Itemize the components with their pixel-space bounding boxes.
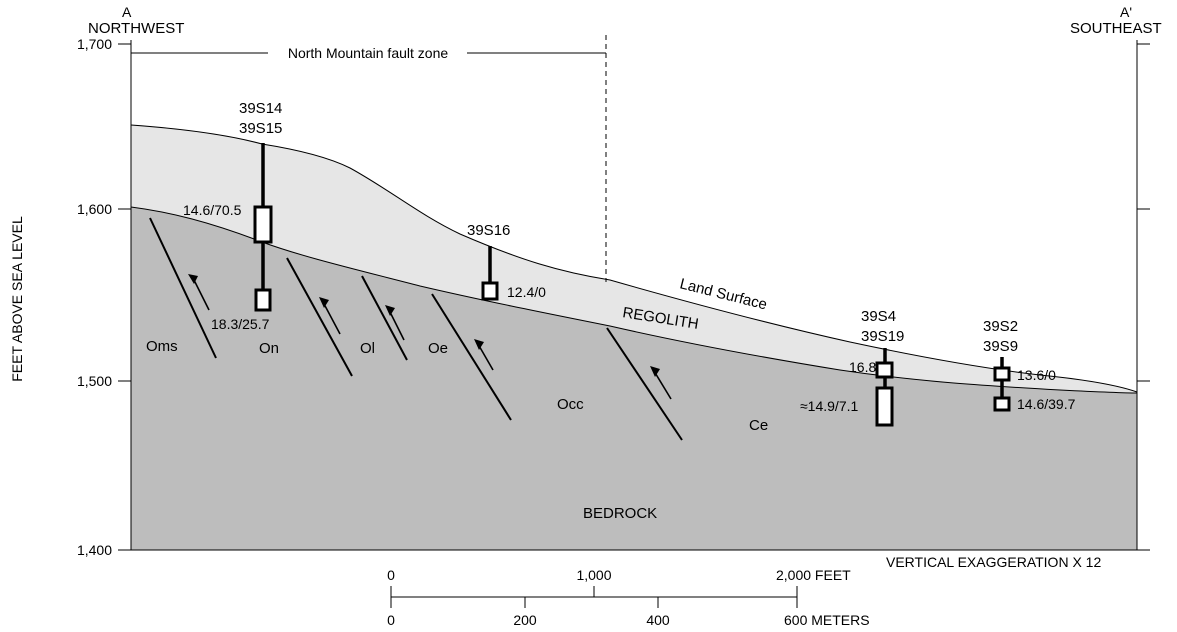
section-end-left-letter: A — [122, 4, 132, 20]
well-screen — [481, 281, 499, 301]
well-id: 39S2 — [983, 318, 1018, 335]
well-reading: 14.6/70.5 — [183, 202, 242, 218]
well-screen — [993, 366, 1011, 382]
fault-line — [606, 327, 683, 441]
scale-meters-label: 400 — [646, 612, 670, 628]
fault-line — [431, 293, 512, 421]
scale-meters-label: 600 METERS — [784, 612, 870, 628]
vertical-exaggeration-note: VERTICAL EXAGGERATION X 12 — [886, 554, 1101, 570]
land-surface-line — [130, 124, 1138, 393]
fault-motion-arrows — [188, 274, 672, 400]
well-screen — [875, 361, 894, 379]
section-end-right-direction: SOUTHEAST — [1070, 20, 1162, 37]
well-reading: 12.4/0 — [507, 284, 546, 300]
well-39s2-39s9: 39S2 39S9 13.6/0 14.6/39.7 — [983, 318, 1076, 412]
y-tick-label: 1,600 — [77, 201, 112, 217]
well-39s14-39s15: 39S14 39S15 14.6/70.5 18.3/25.7 — [183, 100, 282, 332]
well-screen — [253, 205, 273, 244]
section-end-right-letter: A' — [1120, 4, 1132, 20]
scale-feet-label: 2,000 FEET — [776, 567, 851, 583]
well-screen — [254, 288, 272, 312]
well-id: 39S19 — [861, 328, 904, 345]
section-end-left-direction: NORTHWEST — [88, 20, 184, 37]
arrow-icon — [653, 370, 672, 400]
well-id: 39S16 — [467, 222, 510, 239]
unit-label-oe: Oe — [428, 340, 448, 357]
well-screen — [875, 386, 894, 427]
fault-zone-label: North Mountain fault zone — [288, 45, 449, 61]
right-axis-ticks — [1137, 43, 1150, 551]
y-tick-label: 1,500 — [77, 373, 112, 389]
unit-label-occ: Occ — [557, 396, 584, 413]
scale-feet-label: 1,000 — [576, 567, 611, 583]
well-reading: ≈14.9/7.1 — [800, 398, 858, 414]
arrow-icon — [388, 309, 405, 341]
unit-label-ce: Ce — [749, 417, 768, 434]
y-tick-label: 1,400 — [77, 542, 112, 558]
fault-line — [361, 275, 408, 361]
well-reading: 18.3/25.7 — [211, 316, 270, 332]
well-id: 39S15 — [239, 120, 282, 137]
bedrock-label: BEDROCK — [583, 505, 657, 522]
well-reading: 13.6/0 — [1017, 367, 1056, 383]
well-reading: 14.6/39.7 — [1017, 396, 1076, 412]
arrow-icon — [477, 343, 494, 371]
scale-bar: 0 1,000 2,000 FEET 0 200 400 600 METERS — [387, 567, 869, 628]
faults — [149, 217, 683, 441]
y-axis-title: FEET ABOVE SEA LEVEL — [9, 216, 25, 382]
scale-feet-label: 0 — [387, 567, 395, 583]
bedrock-layer — [131, 207, 1137, 550]
fault-line — [286, 257, 353, 377]
well-id: 39S9 — [983, 338, 1018, 355]
y-tick-label: 1,700 — [77, 36, 112, 52]
scale-meters-label: 0 — [387, 612, 395, 628]
scale-meters-label: 200 — [513, 612, 537, 628]
well-id: 39S4 — [861, 308, 896, 325]
arrow-icon — [322, 301, 341, 335]
well-screen — [993, 396, 1011, 412]
arrow-icon — [192, 277, 210, 311]
fault-line — [149, 217, 217, 359]
well-reading: 16.8 — [849, 359, 876, 375]
unit-label-oms: Oms — [146, 338, 178, 355]
well-39s4-39s19: 39S4 39S19 16.8 ≈14.9/7.1 — [800, 308, 904, 427]
left-axis-ticks — [118, 43, 131, 551]
well-39s16: 39S16 12.4/0 — [467, 222, 546, 301]
unit-label-on: On — [259, 340, 279, 357]
well-id: 39S14 — [239, 100, 282, 117]
unit-label-ol: Ol — [360, 340, 375, 357]
